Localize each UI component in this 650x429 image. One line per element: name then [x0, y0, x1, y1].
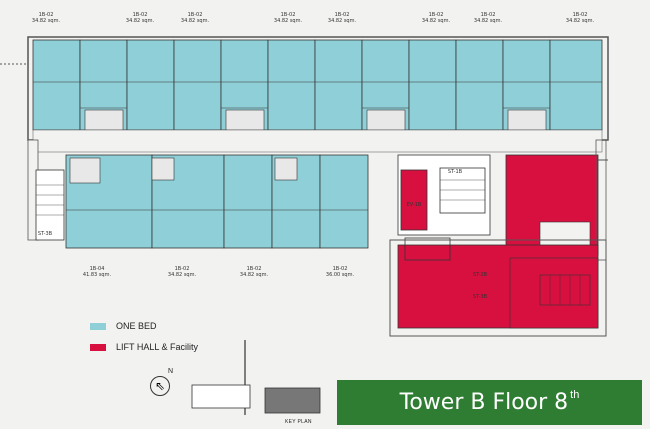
facility-stair [539, 274, 591, 306]
bottom-unit-3 [223, 154, 273, 249]
bottom-row-partitions [66, 157, 368, 211]
bottom-row-units [65, 154, 369, 249]
building-edge-right [595, 139, 607, 261]
facility-south-room [509, 257, 599, 329]
bottom-unit-5 [319, 154, 369, 249]
label-ev: EV-1B [406, 202, 422, 208]
top-row-units [32, 39, 603, 131]
top-row-partitions [33, 81, 602, 131]
top-unit-9 [408, 39, 457, 131]
building-outline-south [389, 239, 607, 337]
stair-center [439, 167, 486, 214]
key-plan-drawing [191, 340, 321, 415]
top-unit-10 [455, 39, 504, 131]
key-plan-label: KEY PLAN [285, 419, 312, 425]
compass-icon: ⇖ [150, 376, 170, 396]
pool-frame [404, 237, 451, 261]
top-unit-6 [267, 39, 316, 131]
label-st-3b: ST-3B [472, 294, 488, 300]
top-unit-7 [314, 39, 363, 131]
floor-title-sup: th [570, 388, 580, 401]
top-unit-3 [126, 39, 175, 131]
label-st-left: ST-3B [37, 231, 53, 237]
lift-lobby-small [400, 169, 428, 231]
top-unit-12 [549, 39, 603, 131]
compass-north-label: N [168, 368, 174, 375]
top-unit-1 [32, 39, 81, 131]
legend-swatch-facility [90, 343, 106, 351]
top-unit-4 [173, 39, 222, 131]
label-st-center: ST-1B [447, 169, 463, 175]
legend-label-one-bed: ONE BED [116, 321, 157, 331]
label-st-2b: ST-2B [472, 272, 488, 278]
legend-swatch-one-bed [90, 322, 106, 330]
floor-title-text: Tower B Floor 8 [399, 390, 569, 415]
corridor [32, 129, 603, 153]
legend-facility: LIFT HALL & Facility [90, 342, 198, 352]
legend-label-facility: LIFT HALL & Facility [116, 342, 199, 352]
legend-one-bed: ONE BED [90, 321, 157, 331]
